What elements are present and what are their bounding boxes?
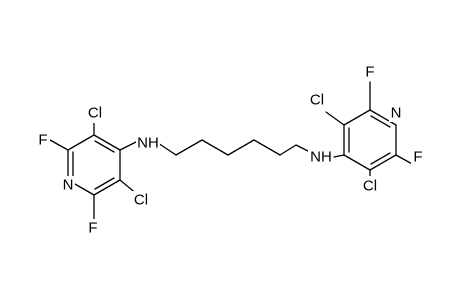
atom-left-f-bottom: F bbox=[86, 219, 100, 238]
atom-label: Cl bbox=[88, 105, 102, 122]
atom-label: Cl bbox=[134, 192, 148, 209]
atom-label: F bbox=[88, 220, 97, 237]
double-bond bbox=[94, 177, 115, 190]
atom-right-cl-top: Cl bbox=[306, 90, 328, 109]
bond bbox=[333, 154, 345, 158]
atom-left-cl-top: Cl bbox=[84, 104, 106, 123]
atom-label: Cl bbox=[310, 92, 324, 109]
double-bond bbox=[370, 152, 391, 165]
bond bbox=[343, 109, 371, 126]
bond bbox=[157, 142, 177, 156]
atom-right-n-ring: N bbox=[389, 103, 403, 122]
right-pyridine-ring bbox=[325, 81, 415, 181]
atom-left-cl-bottom: Cl bbox=[130, 191, 152, 210]
bond bbox=[49, 139, 69, 151]
left-pyridine-ring bbox=[49, 114, 141, 221]
double-bond bbox=[94, 140, 115, 153]
atom-label: N bbox=[63, 177, 74, 194]
bond bbox=[93, 134, 121, 151]
atom-right-f-right: F bbox=[411, 147, 425, 166]
atom-label: F bbox=[365, 64, 374, 81]
bond bbox=[369, 154, 397, 171]
atom-label: NH bbox=[310, 149, 332, 166]
bond bbox=[67, 134, 95, 151]
atom-nh-right: NH bbox=[308, 147, 333, 166]
atom-left-f-top: F bbox=[36, 131, 50, 150]
bond bbox=[279, 144, 297, 156]
atom-right-cl-bottom: Cl bbox=[359, 176, 381, 195]
atom-left-n-ring: N bbox=[61, 176, 75, 195]
atom-label: NH bbox=[137, 135, 159, 152]
bond bbox=[253, 139, 281, 156]
double-bond bbox=[370, 115, 391, 128]
atom-label: F bbox=[38, 132, 47, 149]
bond bbox=[369, 109, 397, 126]
hexyl-chain bbox=[157, 139, 313, 156]
atom-label: N bbox=[391, 105, 402, 122]
bond bbox=[343, 154, 371, 171]
bond bbox=[201, 139, 229, 156]
atom-nh-left: NH bbox=[136, 133, 160, 152]
atom-right-f-top: F bbox=[363, 62, 377, 81]
atom-label: Cl bbox=[363, 178, 377, 195]
bond bbox=[175, 139, 203, 156]
bond bbox=[93, 179, 121, 196]
bond bbox=[227, 139, 255, 156]
bond bbox=[325, 111, 345, 126]
atom-labels: NH NH Cl F N F Cl Cl bbox=[36, 62, 425, 238]
atom-label: F bbox=[413, 149, 422, 166]
